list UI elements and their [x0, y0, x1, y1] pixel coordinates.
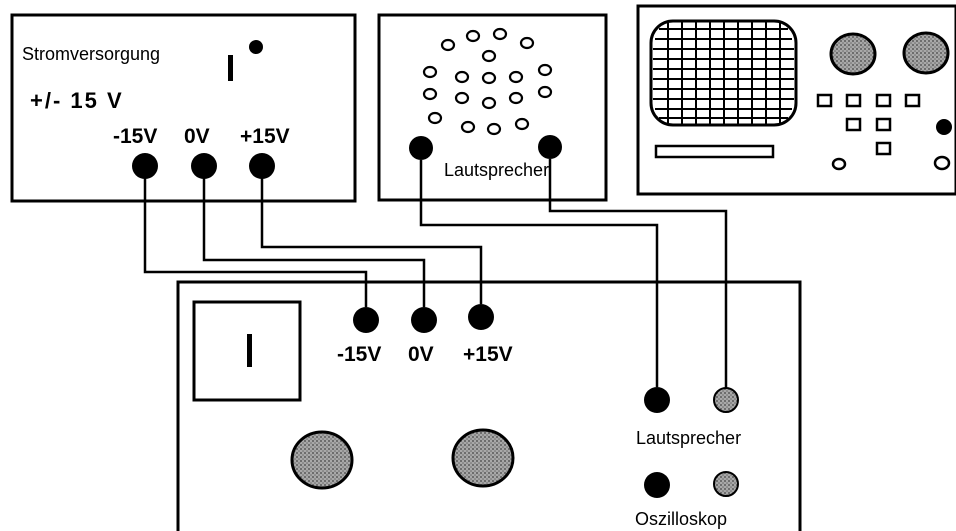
oscilloscope-box [636, 4, 956, 196]
oscilloscope-button-6[interactable] [875, 117, 892, 132]
power-indicator-lamp [249, 40, 263, 54]
main-speaker-jack-grey[interactable] [713, 387, 739, 413]
main-speaker-jack-label: Lautsprecher [636, 428, 741, 448]
main-speaker-jack-black[interactable] [644, 387, 670, 413]
wire-speaker-black [419, 160, 659, 387]
wire-speaker-grey [548, 159, 728, 388]
oscilloscope-screen-grid [653, 22, 794, 124]
speaker-grille [422, 27, 553, 136]
main-unit-knob-right[interactable] [451, 428, 515, 488]
oscilloscope-jack-2[interactable] [936, 119, 952, 135]
oscilloscope-button-7[interactable] [875, 141, 892, 156]
main-unit: -15V 0V +15V Lautsprecher Oszilloskop [176, 280, 802, 531]
oscilloscope-button-2[interactable] [845, 93, 862, 108]
power-supply-box [10, 13, 357, 203]
main-oscilloscope-jack-black[interactable] [644, 472, 670, 498]
psu-terminal-pos15[interactable] [249, 153, 275, 179]
main-oscilloscope-jack-label: Oszilloskop [635, 509, 727, 529]
psu-terminal-label-0v: 0V [184, 125, 210, 148]
oscilloscope-knob-1[interactable] [829, 32, 877, 76]
psu-terminal-neg15[interactable] [132, 153, 158, 179]
main-oscilloscope-jack-grey[interactable] [713, 471, 739, 497]
main-unit-box [176, 280, 802, 531]
speaker: Lautsprecher [377, 13, 608, 202]
oscilloscope-button-4[interactable] [904, 93, 921, 108]
main-terminal-label-neg15: -15V [337, 343, 381, 366]
oscilloscope-button-1[interactable] [816, 93, 833, 108]
psu-terminal-label-pos15: +15V [240, 125, 290, 148]
main-unit-switch-panel [192, 300, 302, 402]
main-terminal-0v[interactable] [411, 307, 437, 333]
oscilloscope-knob-2[interactable] [902, 31, 950, 75]
wire-pos15 [260, 178, 483, 304]
speaker-box [377, 13, 608, 202]
power-supply-voltage: +/- 15 V [30, 88, 124, 113]
oscilloscope-button-5[interactable] [845, 117, 862, 132]
oscilloscope-jack-3[interactable] [933, 155, 951, 171]
oscilloscope-button-3[interactable] [875, 93, 892, 108]
psu-terminal-label-neg15: -15V [113, 125, 157, 148]
speaker-terminal-left[interactable] [409, 136, 433, 160]
main-unit-knob-left[interactable] [290, 430, 354, 490]
main-terminal-neg15[interactable] [353, 307, 379, 333]
speaker-label: Lautsprecher [444, 160, 549, 180]
main-unit-switch-icon[interactable] [247, 334, 252, 367]
psu-terminal-0v[interactable] [191, 153, 217, 179]
main-terminal-pos15[interactable] [468, 304, 494, 330]
speaker-terminal-right[interactable] [538, 135, 562, 159]
wire-0v [202, 178, 426, 307]
main-terminal-label-0v: 0V [408, 343, 434, 366]
main-terminal-label-pos15: +15V [463, 343, 513, 366]
power-supply: Stromversorgung +/- 15 V -15V 0V +15V [10, 13, 357, 203]
wire-neg15 [143, 178, 368, 307]
oscilloscope-jack-1[interactable] [831, 157, 847, 171]
wires [143, 159, 728, 388]
power-switch-icon[interactable] [228, 55, 233, 81]
power-supply-title: Stromversorgung [22, 44, 160, 64]
oscilloscope-slot [654, 144, 775, 159]
oscilloscope [636, 4, 956, 196]
